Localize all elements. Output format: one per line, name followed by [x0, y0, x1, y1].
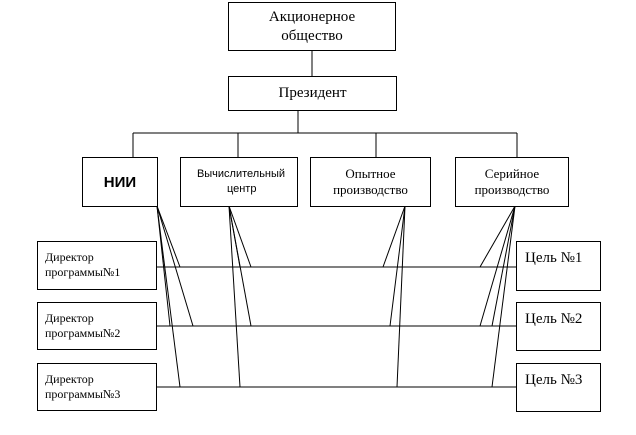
fan-pilot-3: [396, 205, 406, 388]
director-1-line1: Директор: [45, 250, 94, 264]
goal-3-label: Цель №3: [525, 372, 583, 388]
fan-computing-4: [228, 205, 241, 268]
fan-pilot-2: [389, 205, 406, 327]
director-3-line1: Директор: [45, 372, 94, 386]
research-box: НИИ: [82, 157, 158, 207]
goal-box-1: Цель №1: [516, 241, 601, 291]
president-box: Президент: [228, 76, 397, 111]
fan-serial-2: [491, 205, 516, 327]
fan-research-4: [156, 205, 171, 327]
serial-label-line1: Серийное: [484, 166, 540, 181]
fan-research-1: [156, 205, 181, 268]
director-box-3: Директор программы№3: [37, 363, 157, 411]
fan-computing-1: [228, 205, 252, 268]
fan-research-3: [156, 205, 181, 388]
computing-label-line1: Вычислительный: [196, 168, 286, 180]
director-2-line2: программы№2: [45, 326, 121, 340]
director-box-1: Директор программы№1: [37, 241, 157, 290]
serial-box: Серийное производство: [455, 157, 569, 207]
shareholders-label-line1: Акционерное: [268, 8, 356, 25]
goal-box-2: Цель №2: [516, 302, 601, 351]
fan-serial-1: [479, 205, 516, 268]
serial-label-line2: производство: [474, 182, 550, 197]
goal-2-label: Цель №2: [525, 311, 583, 327]
director-3-line2: программы№3: [45, 387, 121, 401]
director-2-line1: Директор: [45, 311, 94, 325]
computing-box: Вычислительный центр: [180, 157, 298, 207]
fan-computing-3: [228, 205, 241, 388]
shareholders-box: Акционерное общество: [228, 2, 396, 51]
fan-pilot-1: [382, 205, 406, 268]
director-1-line2: программы№1: [45, 265, 121, 279]
fan-serial-4: [491, 205, 516, 388]
goal-box-3: Цель №3: [516, 363, 601, 412]
shareholders-label-line2: общество: [281, 27, 343, 44]
research-label: НИИ: [103, 173, 137, 191]
fan-serial-3: [479, 205, 516, 327]
director-box-2: Директор программы№2: [37, 302, 157, 350]
pilot-label-line1: Опытное: [345, 166, 396, 181]
pilot-label-line2: производство: [333, 182, 408, 197]
president-label: Президент: [278, 85, 347, 101]
pilot-box: Опытное производство: [310, 157, 431, 207]
computing-label-line2: центр: [226, 183, 257, 195]
goal-1-label: Цель №1: [525, 250, 583, 266]
fan-research-2: [156, 205, 194, 327]
